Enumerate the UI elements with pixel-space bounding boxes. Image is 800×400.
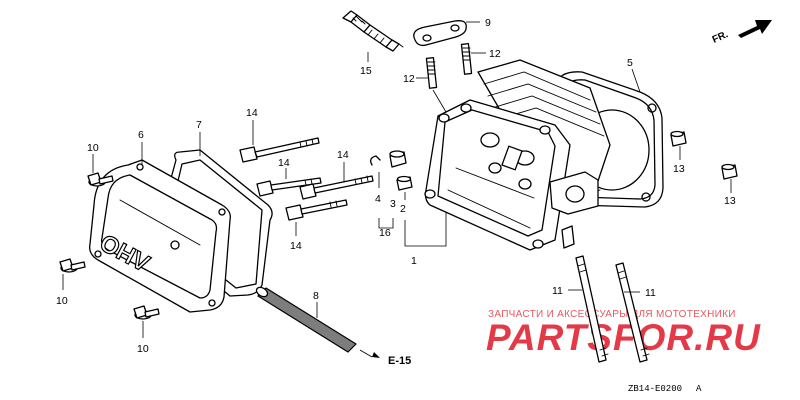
callout-3: 3 [390, 198, 396, 210]
callout-13-upper: 13 [673, 163, 685, 175]
callout-4: 4 [375, 193, 381, 205]
front-label: FR. [711, 29, 730, 46]
callout-9: 9 [485, 17, 491, 29]
callout-14-right: 14 [337, 149, 349, 161]
callout-16: 16 [379, 227, 391, 239]
callout-2: 2 [400, 203, 406, 215]
front-arrow-icon [738, 20, 772, 38]
reference-label: E-15 [388, 355, 411, 367]
stud-bolts [416, 43, 486, 113]
callout-6: 6 [138, 129, 144, 141]
callout-10-bottom: 10 [137, 343, 149, 355]
callout-14-mid: 14 [278, 157, 290, 169]
callout-7: 7 [196, 119, 202, 131]
callouts: 15 9 12 12 5 13 13 11 11 4 3 2 16 1 14 1… [56, 17, 736, 367]
front-direction-indicator: FR. [711, 20, 772, 46]
callout-8: 8 [313, 290, 319, 302]
callout-11-left: 11 [552, 285, 563, 297]
diagram-code: ZB14-E0200 A [628, 384, 702, 394]
spark-plug [342, 10, 404, 62]
push-rod [255, 286, 380, 358]
callout-15: 15 [360, 65, 372, 77]
long-studs [568, 255, 650, 363]
diagram-revision: A [696, 384, 702, 394]
callout-11-right: 11 [645, 287, 656, 299]
callout-13-lower: 13 [724, 195, 736, 207]
callout-14-bottom: 14 [290, 240, 302, 252]
valve-small-parts [370, 150, 447, 247]
breather-gasket [413, 20, 480, 47]
callout-1: 1 [411, 255, 417, 267]
callout-12-left: 12 [403, 73, 415, 85]
dowel-pins [670, 130, 738, 193]
diagram-code-text: ZB14-E0200 [628, 384, 682, 394]
watermark-subtitle: ЗАПЧАСТИ И АКСЕССУАРЫ ДЛЯ МОТОТЕХНИКИ [488, 309, 736, 320]
callout-10-left: 10 [56, 295, 68, 307]
cylinder-head [424, 59, 611, 251]
watermark-brand: PARTSFOR.RU [486, 317, 761, 358]
callout-10-top: 10 [87, 142, 99, 154]
watermark: ЗАПЧАСТИ И АКСЕССУАРЫ ДЛЯ МОТОТЕХНИКИ PA… [486, 309, 761, 358]
head-cover: OHV [89, 142, 231, 313]
callout-12-right: 12 [489, 48, 501, 60]
callout-14-top: 14 [246, 107, 258, 119]
washer-bolts [59, 154, 160, 338]
cover-bolts [239, 120, 374, 236]
callout-5: 5 [627, 57, 633, 69]
